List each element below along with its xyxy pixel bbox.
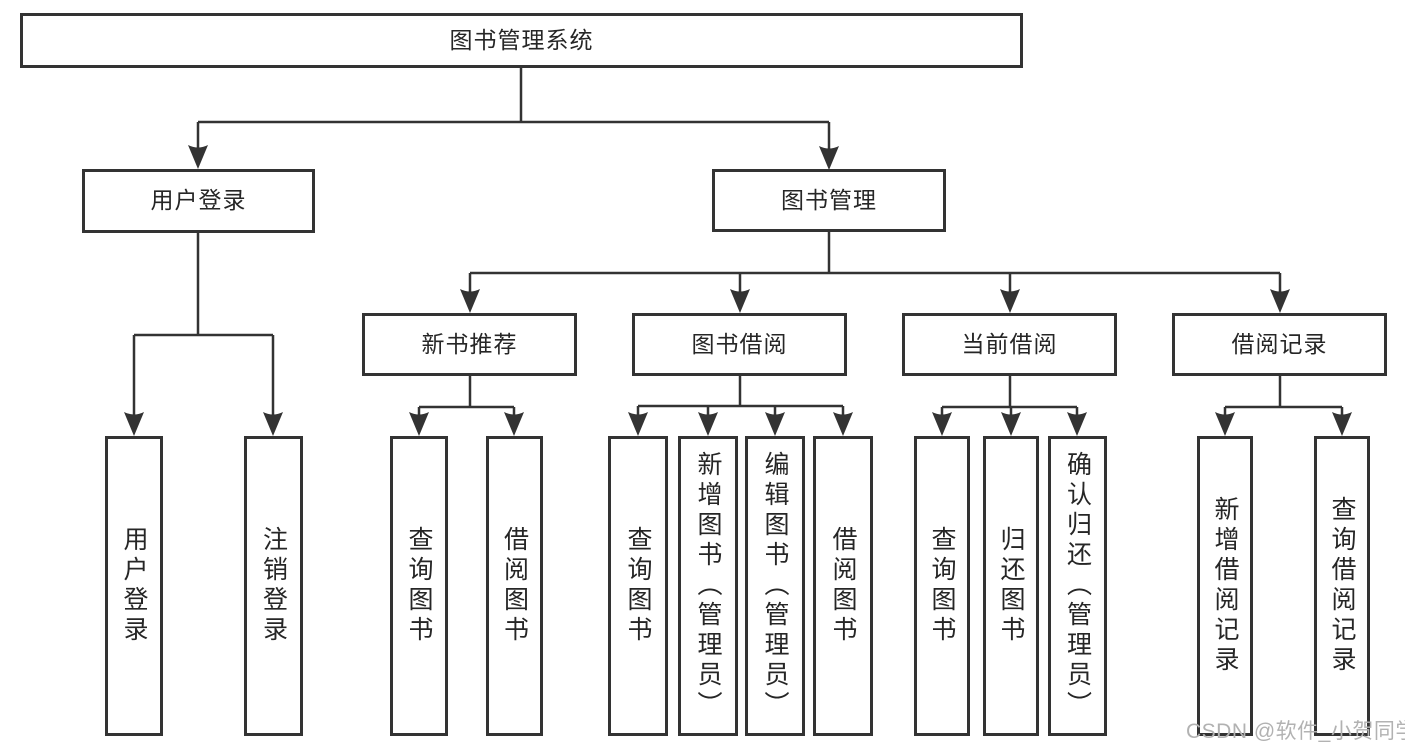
node-current-borrowing: 当前借阅: [902, 313, 1117, 376]
node-book-borrowing: 图书借阅: [632, 313, 847, 376]
leaf-query-books-current: 查询图书: [914, 436, 970, 736]
node-user-login-branch: 用户登录: [82, 169, 315, 233]
leaf-borrow-books-borrowing: 借阅图书: [813, 436, 873, 736]
leaf-query-books-borrowing: 查询图书: [608, 436, 668, 736]
node-book-management-branch: 图书管理: [712, 169, 946, 232]
leaf-query-books-recommend: 查询图书: [390, 436, 448, 736]
leaf-query-borrow-record: 查询借阅记录: [1314, 436, 1370, 736]
node-library-management-system: 图书管理系统: [20, 13, 1023, 68]
leaf-add-borrow-record: 新增借阅记录: [1197, 436, 1253, 736]
leaf-logout: 注销登录: [244, 436, 303, 736]
node-borrowing-records: 借阅记录: [1172, 313, 1387, 376]
leaf-confirm-return-admin: 确认归还（管理员）: [1048, 436, 1107, 736]
node-new-book-recommendation: 新书推荐: [362, 313, 577, 376]
leaf-edit-books-admin: 编辑图书（管理员）: [745, 436, 805, 736]
leaf-user-login: 用户登录: [105, 436, 163, 736]
leaf-borrow-books-recommend: 借阅图书: [486, 436, 543, 736]
leaf-add-books-admin: 新增图书（管理员）: [678, 436, 738, 736]
csdn-watermark: CSDN @软件_小贺同学: [1186, 720, 1405, 743]
leaf-return-books: 归还图书: [983, 436, 1039, 736]
